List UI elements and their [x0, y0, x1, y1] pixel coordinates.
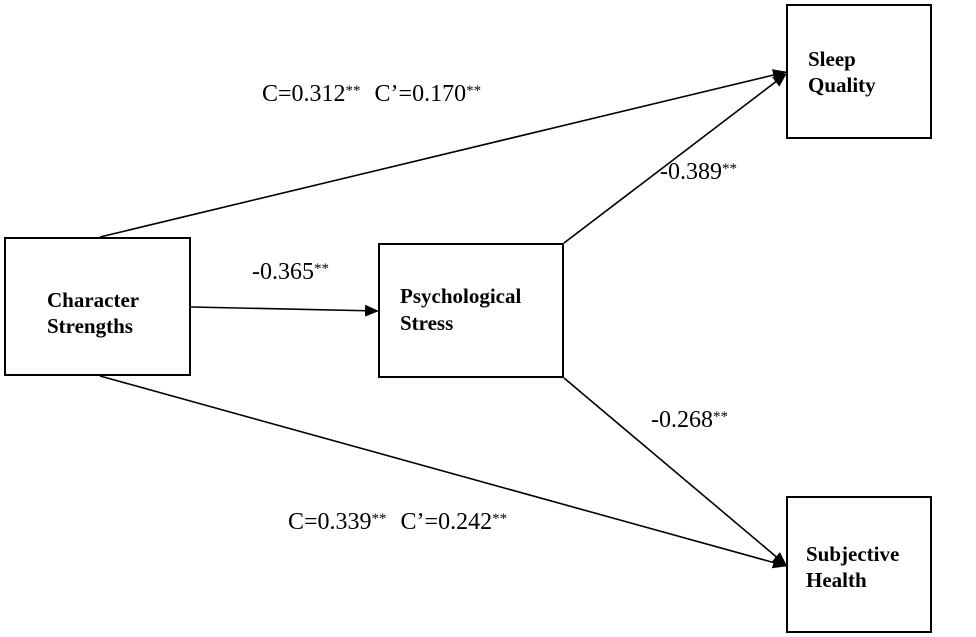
coef-strengths-to-health-c: C=0.339 — [288, 509, 372, 535]
coef-strengths-to-health-c-sig: ** — [371, 511, 387, 527]
coef-strengths-to-stress: -0.365** — [252, 258, 329, 286]
arrow-strengths-to-stress — [190, 304, 379, 317]
node-character-strengths-label-line1: Character — [47, 288, 140, 312]
node-psychological-stress-label-line1: Psychological — [400, 284, 522, 308]
node-character-strengths-label-line2: Strengths — [47, 314, 133, 338]
coef-stress-to-health-sig: ** — [713, 409, 728, 425]
coef-strengths-to-sleep-c-prime: C’=0.170 — [374, 81, 467, 107]
coef-strengths-to-health-c-prime-sig: ** — [492, 511, 508, 527]
node-sleep-quality-label-line2: Quality — [808, 73, 876, 97]
node-psychological-stress-label-line2: Stress — [400, 311, 454, 335]
node-sleep-quality-label-line1: Sleep — [808, 47, 856, 71]
coef-strengths-to-stress-value: -0.365 — [252, 259, 314, 285]
node-sleep-quality: Sleep Quality — [786, 4, 932, 139]
arrow-stress-to-sleep — [563, 73, 787, 244]
node-subjective-health-label-line1: Subjective — [806, 542, 900, 566]
coef-strengths-to-sleep-c: C=0.312 — [262, 81, 346, 107]
coef-stress-to-health-value: -0.268 — [651, 407, 713, 433]
coef-stress-to-health: -0.268** — [651, 406, 728, 434]
coef-stress-to-sleep: -0.389** — [660, 158, 737, 186]
node-subjective-health: Subjective Health — [786, 496, 932, 633]
node-character-strengths: Character Strengths — [4, 237, 191, 376]
coef-strengths-to-sleep: C=0.312**C’=0.170** — [262, 80, 481, 108]
arrow-strengths-to-health — [99, 375, 787, 569]
coef-strengths-to-health-c-prime: C’=0.242 — [400, 509, 493, 535]
coef-strengths-to-sleep-c-prime-sig: ** — [466, 83, 482, 99]
arrow-stress-to-health — [563, 377, 787, 566]
coef-strengths-to-sleep-c-sig: ** — [345, 83, 361, 99]
coef-stress-to-sleep-value: -0.389 — [660, 159, 722, 185]
coef-stress-to-sleep-sig: ** — [722, 161, 737, 177]
arrow-strengths-to-sleep — [99, 69, 787, 238]
node-subjective-health-label-line2: Health — [806, 568, 867, 592]
coef-strengths-to-stress-sig: ** — [314, 261, 329, 277]
coef-strengths-to-health: C=0.339**C’=0.242** — [288, 508, 507, 536]
node-psychological-stress: Psychological Stress — [378, 243, 564, 378]
